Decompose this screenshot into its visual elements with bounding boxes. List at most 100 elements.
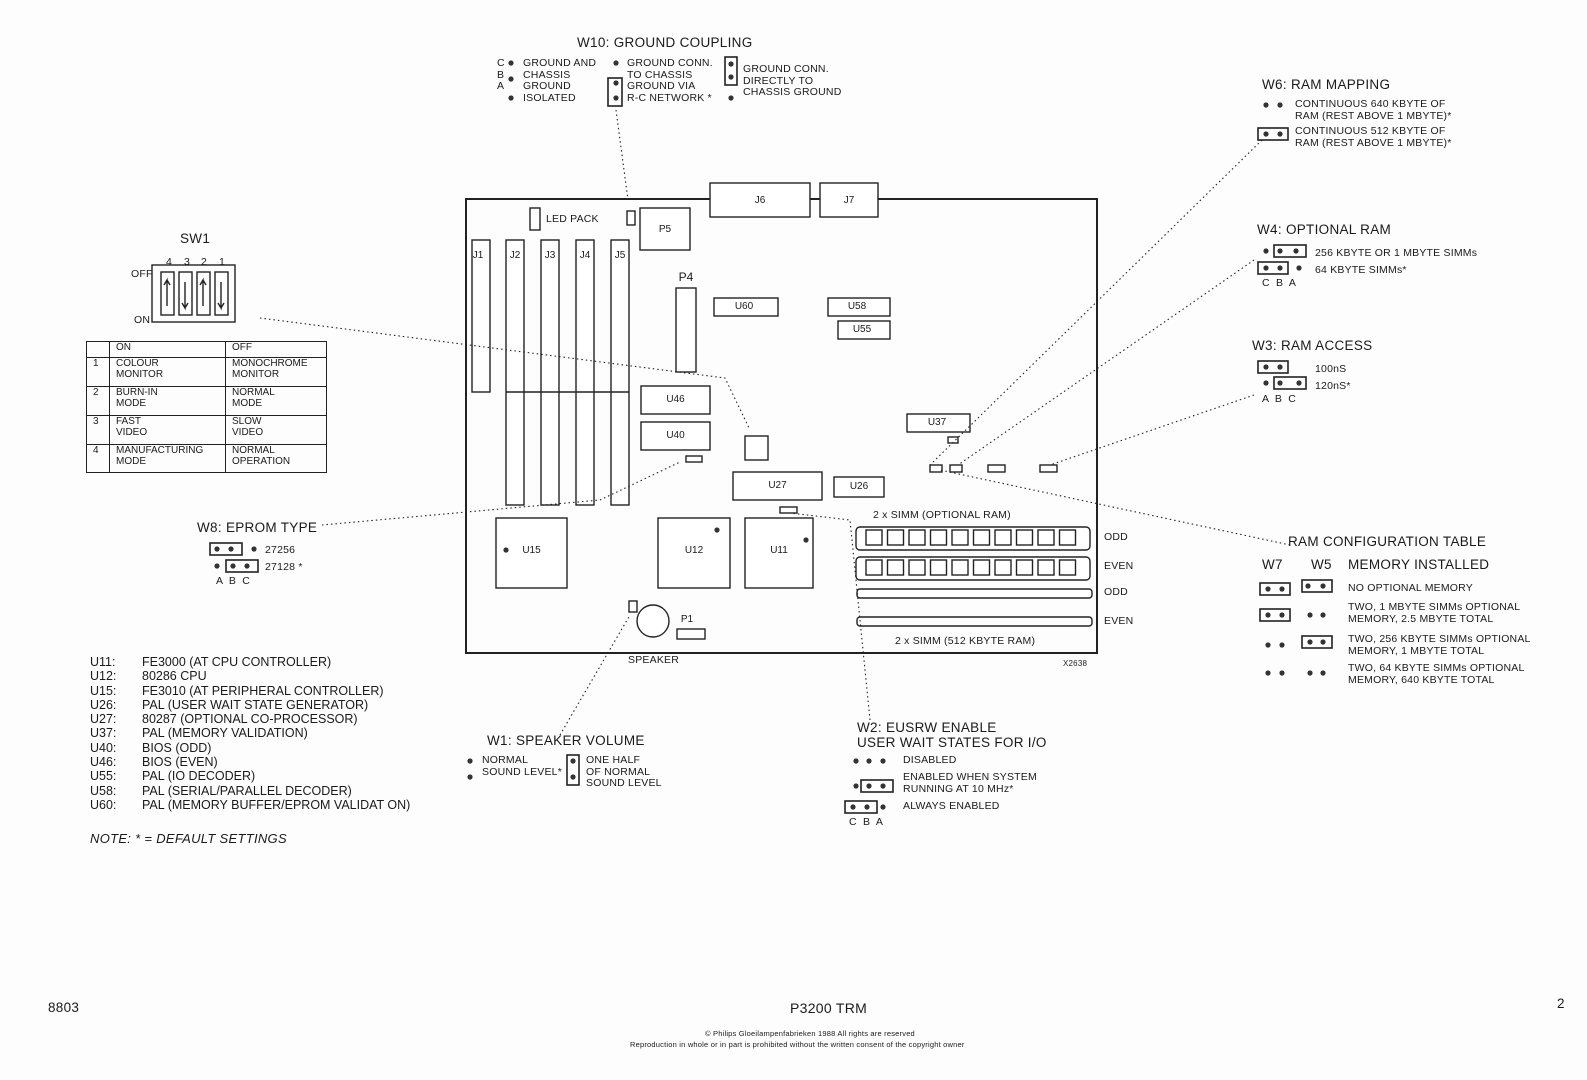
w4-title: W4: OPTIONAL RAM xyxy=(1257,222,1392,237)
jumper-pin xyxy=(1263,265,1269,271)
w8-option-27128: 27128 * xyxy=(265,561,303,573)
ram-row: TWO, 1 MBYTE SIMMs OPTIONAL MEMORY, 2.5 … xyxy=(1348,601,1521,625)
p5-label: P5 xyxy=(658,224,672,235)
jumper-pin xyxy=(1320,670,1326,676)
jumper-pin xyxy=(1277,364,1283,370)
jumper-link xyxy=(1257,360,1289,374)
jumper-pin xyxy=(467,758,473,764)
w10-pins: C B A xyxy=(497,57,505,92)
jumper-pin xyxy=(714,527,720,533)
jumper-pin xyxy=(1277,265,1283,271)
jumper-pin xyxy=(1277,102,1283,108)
jumper-pin xyxy=(1263,102,1269,108)
w10-option-rc: GROUND CONN. TO CHASSIS GROUND VIA R-C N… xyxy=(627,57,713,104)
jumper-pin xyxy=(230,563,236,569)
speaker-label: SPEAKER xyxy=(628,654,680,666)
j7-label: J7 xyxy=(843,195,855,206)
legend-item: U11:FE3000 (AT CPU CONTROLLER) xyxy=(90,655,332,669)
component-legend: U11:FE3000 (AT CPU CONTROLLER)U12:80286 … xyxy=(90,655,410,812)
jumper-pin xyxy=(1265,670,1271,676)
jumper-pin xyxy=(728,61,734,67)
p1-label: P1 xyxy=(680,614,694,625)
w6-option-512: CONTINUOUS 512 KBYTE OF RAM (REST ABOVE … xyxy=(1295,125,1452,149)
jumper-pin xyxy=(570,774,576,780)
legend-item: U37:PAL (MEMORY VALIDATION) xyxy=(90,726,308,741)
sw1-num: 1 xyxy=(219,256,226,268)
w3-option-100ns: 100nS xyxy=(1315,363,1347,375)
jumper-pin xyxy=(1320,583,1326,589)
led-pack-label: LED PACK xyxy=(546,213,599,225)
jumper-pin xyxy=(1279,612,1285,618)
ram-config-title: RAM CONFIGURATION TABLE xyxy=(1288,534,1487,549)
jumper-pin xyxy=(508,60,514,66)
drawing-ref: X2638 xyxy=(1063,659,1088,668)
simm-chip xyxy=(929,559,948,576)
j5-label: J5 xyxy=(614,250,626,261)
odd-label: ODD xyxy=(1104,531,1128,543)
even-label: EVEN xyxy=(1104,615,1134,627)
w3-title: W3: RAM ACCESS xyxy=(1252,338,1373,353)
simm-chip xyxy=(1015,529,1034,546)
w2-pins: C B A xyxy=(849,816,884,828)
simm-chip xyxy=(865,529,883,546)
ram-row: NO OPTIONAL MEMORY xyxy=(1348,582,1473,594)
jumper-link xyxy=(1259,582,1291,596)
legend-item: U27:80287 (OPTIONAL CO-PROCESSOR) xyxy=(90,712,358,727)
jumper-pin xyxy=(613,95,619,101)
w4-pins: C B A xyxy=(1262,277,1297,289)
jumper-pin xyxy=(1279,586,1285,592)
w8-option-27256: 27256 xyxy=(265,544,296,556)
u58-label: U58 xyxy=(847,301,867,312)
jumper-link xyxy=(209,542,243,556)
jumper-pin xyxy=(1307,639,1313,645)
simm-chip xyxy=(1015,559,1034,576)
page-number: 2 xyxy=(1557,996,1565,1011)
sw1-title: SW1 xyxy=(180,231,211,246)
simm-cells xyxy=(865,529,1077,576)
jumper-pin xyxy=(251,546,257,552)
jumper-pin xyxy=(850,804,856,810)
jumper-pin xyxy=(866,783,872,789)
jumper-pin xyxy=(853,758,859,764)
u26-label: U26 xyxy=(849,481,869,492)
sw1-num: 2 xyxy=(201,256,208,268)
jumper-link xyxy=(860,779,894,793)
legend-item: U26:PAL (USER WAIT STATE GENERATOR) xyxy=(90,697,369,712)
jumper-link xyxy=(1273,376,1307,390)
w8-pins: A B C xyxy=(216,575,251,587)
simm-optional-label: 2 x SIMM (OPTIONAL RAM) xyxy=(873,509,1011,521)
u27-label: U27 xyxy=(768,480,787,491)
jumper-pin xyxy=(508,95,514,101)
w8-title: W8: EPROM TYPE xyxy=(197,520,318,535)
jumper-pin xyxy=(1263,131,1269,137)
j2-label: J2 xyxy=(509,250,521,261)
jumper-pin xyxy=(1277,131,1283,137)
ram-row: TWO, 256 KBYTE SIMMs OPTIONAL MEMORY, 1 … xyxy=(1348,633,1531,657)
w1-option-half: ONE HALF OF NORMAL SOUND LEVEL xyxy=(586,754,662,789)
jumper-pin xyxy=(1263,248,1269,254)
u15-label: U15 xyxy=(522,545,541,556)
footer-title: P3200 TRM xyxy=(790,1000,868,1016)
simm-chip xyxy=(1037,559,1055,576)
legend-item: U15:FE3010 (AT PERIPHERAL CONTROLLER) xyxy=(90,683,384,698)
jumper-pin xyxy=(1293,248,1299,254)
jumper-pin xyxy=(503,547,509,553)
u46-label: U46 xyxy=(666,394,685,405)
jumper-pin xyxy=(1277,248,1283,254)
even-label: EVEN xyxy=(1104,560,1134,572)
ram-row: TWO, 64 KBYTE SIMMs OPTIONAL MEMORY, 640… xyxy=(1348,662,1525,686)
simm-chip xyxy=(886,529,905,546)
jumper-pin xyxy=(864,804,870,810)
jumper-link xyxy=(1257,261,1289,275)
reproduction-notice: Reproduction in whole or in part is proh… xyxy=(630,1040,965,1049)
simm-chip xyxy=(886,559,905,576)
jumper-pin xyxy=(214,563,220,569)
w1-title: W1: SPEAKER VOLUME xyxy=(487,733,645,748)
jumper-pin xyxy=(1279,642,1285,648)
legend-item: U40:BIOS (ODD) xyxy=(90,740,212,755)
jumper-pin xyxy=(1265,642,1271,648)
